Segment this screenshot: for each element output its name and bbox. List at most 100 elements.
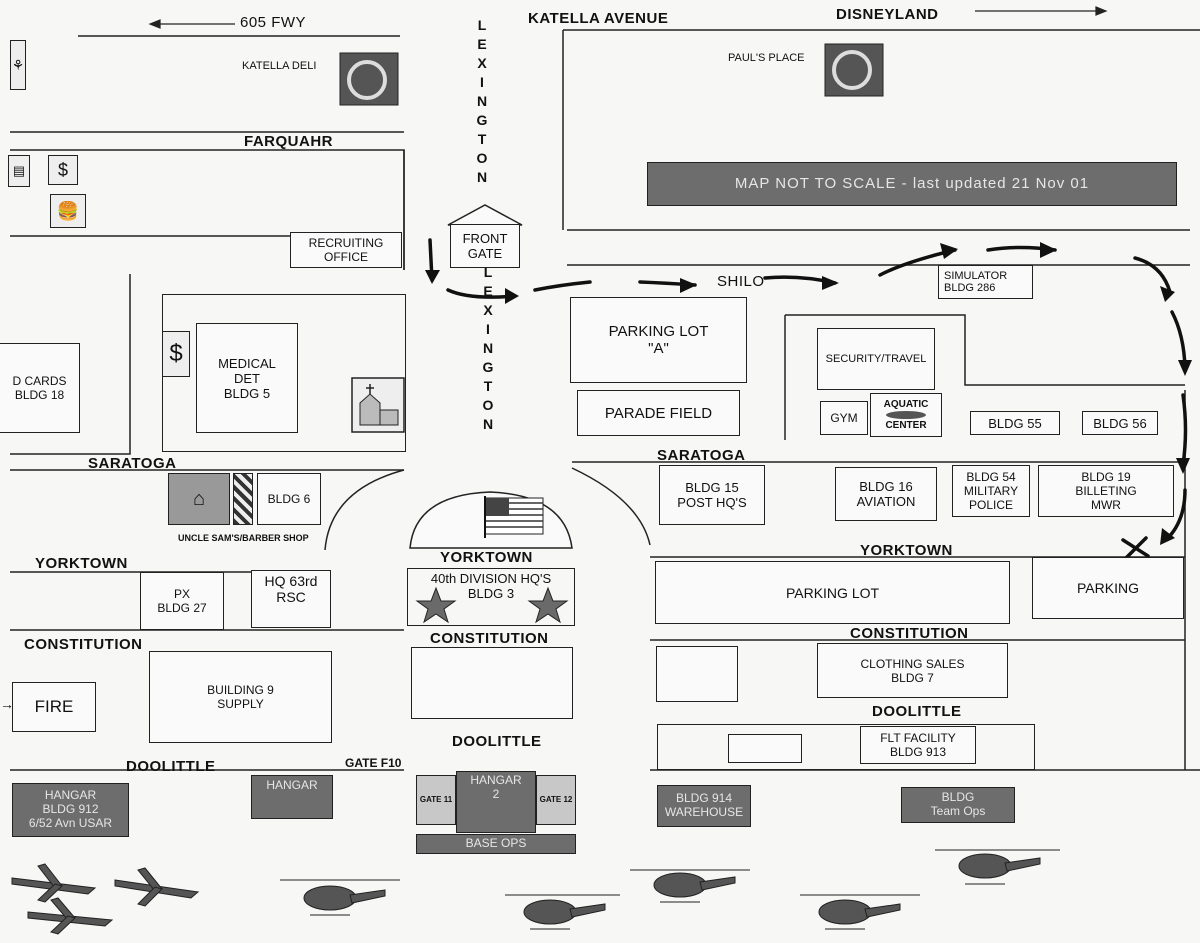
front-gate-roof (447, 204, 523, 226)
street-doolittle-west: DOOLITTLE (126, 758, 216, 775)
arrow-icon (1176, 458, 1190, 474)
arrow-icon (1160, 528, 1175, 545)
parking: PARKING (1032, 557, 1184, 619)
barber-pole-icon (233, 473, 253, 525)
street-yorktown-center: YORKTOWN (440, 549, 533, 566)
street-katella: KATELLA AVENUE (528, 10, 669, 27)
small-block (656, 646, 738, 702)
arrow-icon (822, 276, 839, 290)
street-saratoga-east: SARATOGA (657, 447, 746, 464)
shop-icon: ⌂ (168, 473, 230, 525)
gym: GYM (820, 401, 868, 435)
street-constitution-east: CONSTITUTION (850, 625, 969, 642)
doolittle-east-block (657, 724, 1035, 770)
base-ops: BASE OPS (416, 834, 576, 854)
arrow-icon (1095, 6, 1108, 16)
store-icon: ▤ (8, 155, 30, 187)
airplane-icon (27, 897, 114, 935)
street-doolittle-center: DOOLITTLE (452, 733, 542, 750)
street-saratoga-west: SARATOGA (88, 455, 177, 472)
church-icon (351, 377, 405, 433)
label-pauls-place: PAUL'S PLACE (728, 52, 805, 64)
pauls-place-logo-icon (824, 43, 884, 97)
arrow-icon (425, 270, 440, 284)
street-constitution-center: CONSTITUTION (430, 630, 549, 647)
street-605-fwy: 605 FWY (240, 14, 307, 31)
road-saratoga-curve-w (324, 469, 405, 551)
bldg-56: BLDG 56 (1082, 411, 1158, 435)
arrow-icon (505, 288, 519, 304)
label-gate-f10: GATE F10 (345, 756, 402, 770)
bldg-6: BLDG 6 (257, 473, 321, 525)
arrow-icon (1040, 242, 1057, 258)
dollar-icon: $ (162, 331, 190, 377)
gate-12: GATE 12 (536, 775, 576, 825)
bldg-55: BLDG 55 (970, 411, 1060, 435)
road-left-block-2 (10, 274, 131, 455)
arrow-icon (1160, 286, 1175, 302)
label-disneyland: DISNEYLAND (836, 6, 939, 23)
arrow-icon (680, 278, 697, 293)
hangar-west: HANGAR (251, 775, 333, 819)
arrow-icon (148, 19, 161, 29)
security-travel: SECURITY/TRAVEL (817, 328, 935, 390)
parade-field: PARADE FIELD (577, 390, 740, 436)
parking-lot: PARKING LOT (655, 561, 1010, 624)
star-icon (527, 586, 569, 624)
helicopter-icon (800, 894, 920, 930)
arrowheads (425, 242, 1192, 545)
arrow-icon (940, 243, 958, 259)
fire-station: FIRE (12, 682, 96, 732)
fire-arrow-icon: → (0, 696, 14, 712)
airplane-icon (114, 867, 200, 907)
street-yorktown-east: YORKTOWN (860, 542, 953, 559)
street-farquahr: FARQUAHR (244, 133, 333, 150)
helicopter-icon (280, 879, 400, 916)
street-shilo: SHILO (717, 273, 765, 290)
street-yorktown-west: YORKTOWN (35, 555, 128, 572)
aircraft (11, 849, 1060, 935)
restaurant-icon: ⚘ (10, 40, 26, 90)
helicopter-icon (935, 849, 1060, 885)
scale-banner: MAP NOT TO SCALE - last updated 21 Nov 0… (647, 162, 1177, 206)
airplane-icon (11, 863, 97, 903)
constitution-center-block (411, 647, 573, 719)
label-barber-shop: UNCLE SAM'S/BARBER SHOP (178, 533, 309, 543)
dollar-icon: $ (48, 155, 78, 185)
arrow-icon (1178, 360, 1192, 376)
parking-lot-a: PARKING LOT"A" (570, 297, 747, 383)
street-constitution-west: CONSTITUTION (24, 636, 143, 653)
road-saratoga-curve-e (571, 467, 651, 546)
hamburger-icon: 🍔 (50, 194, 86, 228)
lexington-west-block (162, 294, 406, 452)
street-doolittle-east: DOOLITTLE (872, 703, 962, 720)
flag-icon (484, 496, 544, 538)
road-center-block (785, 314, 1185, 386)
star-icon (415, 586, 457, 624)
route-end-mark (1121, 536, 1150, 560)
small-rect (728, 734, 802, 763)
label-katella-deli: KATELLA DELI (242, 60, 317, 72)
